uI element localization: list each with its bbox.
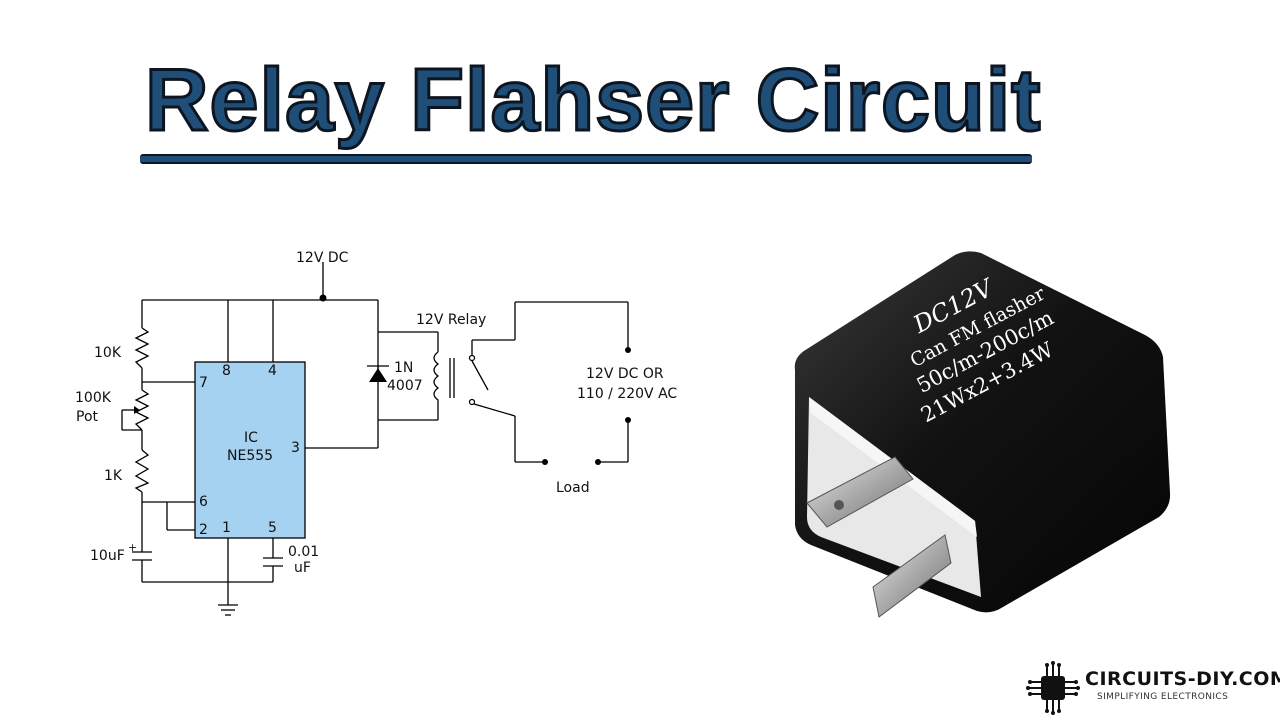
capacitor-001uf xyxy=(263,557,283,567)
pin-5: 5 xyxy=(268,520,277,536)
resistor-10k xyxy=(134,327,150,369)
diode-label-2: 4007 xyxy=(387,378,423,394)
relay-label: 12V Relay xyxy=(416,312,486,328)
diode-1n4007 xyxy=(367,365,389,382)
site-logo: CIRCUITS-DIY.COM SIMPLIFYING ELECTRONICS xyxy=(1025,660,1280,716)
title-underline xyxy=(140,154,1032,164)
capacitor-001uf-value: 0.01 xyxy=(288,544,319,560)
potentiometer-100k xyxy=(134,389,150,431)
relay-pin-right xyxy=(872,534,952,618)
source-label-1: 12V DC OR xyxy=(586,366,664,382)
capacitor-10uf-label: 10uF xyxy=(90,548,125,564)
pin-8: 8 xyxy=(222,363,231,379)
relay-flasher-schematic: 12V DC 10K 100K Pot 1K xyxy=(75,250,677,616)
pot-word-label: Pot xyxy=(76,409,99,425)
ic-part-label: NE555 xyxy=(227,448,273,464)
pot-value-label: 100K xyxy=(75,390,112,406)
diode-label-1: 1N xyxy=(394,360,413,376)
load-label: Load xyxy=(556,480,590,496)
resistor-1k-label: 1K xyxy=(104,468,123,484)
pin-3: 3 xyxy=(291,440,300,456)
ground-icon xyxy=(218,604,238,616)
logo-name: CIRCUITS-DIY.COM xyxy=(1085,668,1280,690)
page-title: Relay Flahser Circuit xyxy=(144,49,1042,151)
relay-pin-left xyxy=(806,456,914,528)
supply-label: 12V DC xyxy=(296,250,349,266)
capacitor-10uf: + xyxy=(128,541,152,561)
supply-terminal xyxy=(319,262,327,302)
relay-contacts xyxy=(468,301,631,465)
chip-icon xyxy=(1026,661,1080,715)
pin-7: 7 xyxy=(199,375,208,391)
resistor-1k xyxy=(134,449,150,493)
resistor-10k-label: 10K xyxy=(94,345,122,361)
ic-label: IC xyxy=(244,430,258,446)
ic-ne555 xyxy=(194,361,306,539)
capacitor-001uf-unit: uF xyxy=(294,560,311,576)
logo-tagline: SIMPLIFYING ELECTRONICS xyxy=(1097,692,1229,702)
relay-coil xyxy=(433,351,440,402)
pin-6: 6 xyxy=(199,494,208,510)
source-label-2: 110 / 220V AC xyxy=(577,386,677,402)
pin-1: 1 xyxy=(222,520,231,536)
svg-text:+: + xyxy=(128,541,137,554)
flasher-relay-photo: DC12V Can FM flasher 50c/m-200c/m 21Wx2+… xyxy=(794,251,1171,618)
pin-2: 2 xyxy=(199,522,208,538)
pin-4: 4 xyxy=(268,363,277,379)
